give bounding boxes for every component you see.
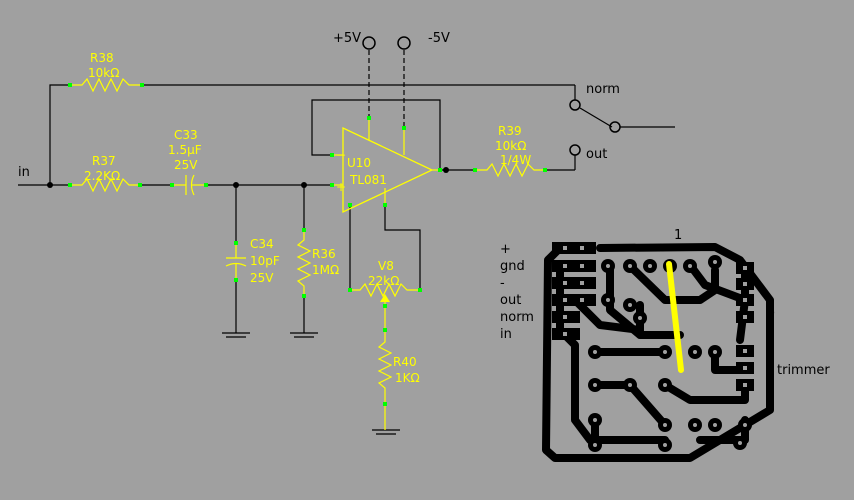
pcb-pin-label: - <box>500 276 505 291</box>
r38-ref: R38 <box>90 51 114 65</box>
v8-potentiometer <box>348 282 422 330</box>
u10-opamp: − + <box>330 116 442 214</box>
pcb-round-pads <box>588 255 752 452</box>
norm-terminal <box>569 99 581 111</box>
pcb-pin-label: + <box>500 242 511 257</box>
c33-value: 1.5µF <box>168 143 202 157</box>
r40-ref: R40 <box>393 355 417 369</box>
r39-resistor <box>473 162 547 178</box>
pcb-trimmer-label: trimmer <box>777 363 830 378</box>
r39-rating: 1/4W <box>500 153 531 167</box>
r40-resistor <box>377 328 393 430</box>
r36-value: 1MΩ <box>312 263 339 277</box>
schematic-labels: +5V -5V in norm out R38 10kΩ R37 2.2KΩ C… <box>18 31 620 385</box>
u10-ref: U10 <box>347 156 371 170</box>
pcb-pin-label: gnd <box>500 259 525 274</box>
neg-supply-terminal <box>397 36 411 50</box>
switch-pivot <box>609 121 621 133</box>
u10-part: TL081 <box>349 173 387 187</box>
terminals <box>362 36 621 156</box>
schematic-wires <box>18 50 675 435</box>
r40-value: 1KΩ <box>395 371 420 385</box>
neg-supply-label: -5V <box>428 31 450 46</box>
pcb-header-pads <box>552 242 596 340</box>
r37-resistor <box>68 177 142 193</box>
pcb-jumper-wire <box>666 261 684 373</box>
c33-capacitor <box>170 174 208 196</box>
c33-ref: C33 <box>174 128 198 142</box>
c33-rating: 25V <box>174 158 198 172</box>
r38-value: 10kΩ <box>88 66 119 80</box>
v8-ref: V8 <box>378 259 394 273</box>
r38-resistor <box>68 77 144 93</box>
junction-dots <box>47 167 449 188</box>
svg-text:+: + <box>336 180 346 194</box>
r36-ref: R36 <box>312 247 336 261</box>
r37-value: 2.2KΩ <box>84 169 120 183</box>
norm-label: norm <box>586 82 620 97</box>
r36-resistor <box>296 228 312 298</box>
r39-ref: R39 <box>498 124 522 138</box>
pcb-ic-pads <box>736 262 754 391</box>
c34-ref: C34 <box>250 237 274 251</box>
r39-value: 10kΩ <box>495 139 526 153</box>
out-label: out <box>586 147 607 162</box>
pcb-pin-label: in <box>500 327 512 342</box>
r37-ref: R37 <box>92 154 116 168</box>
in-label: in <box>18 165 30 180</box>
c34-value: 10pF <box>250 254 280 268</box>
pcb-marker-5: 5 <box>767 305 775 320</box>
pos-supply-label: +5V <box>333 31 361 46</box>
pcb-marker-1: 1 <box>674 228 682 243</box>
pcb-pin-label: norm <box>500 310 534 325</box>
c34-rating: 25V <box>250 271 274 285</box>
out-terminal <box>569 144 581 156</box>
pos-supply-terminal <box>362 36 376 50</box>
svg-text:−: − <box>336 148 346 162</box>
pcb-layout: + gnd - out norm in 1 5 trimmer <box>500 228 830 462</box>
c34-capacitor <box>225 241 247 282</box>
pcb-pin-label: out <box>500 293 521 308</box>
v8-value: 22kΩ <box>368 274 399 288</box>
